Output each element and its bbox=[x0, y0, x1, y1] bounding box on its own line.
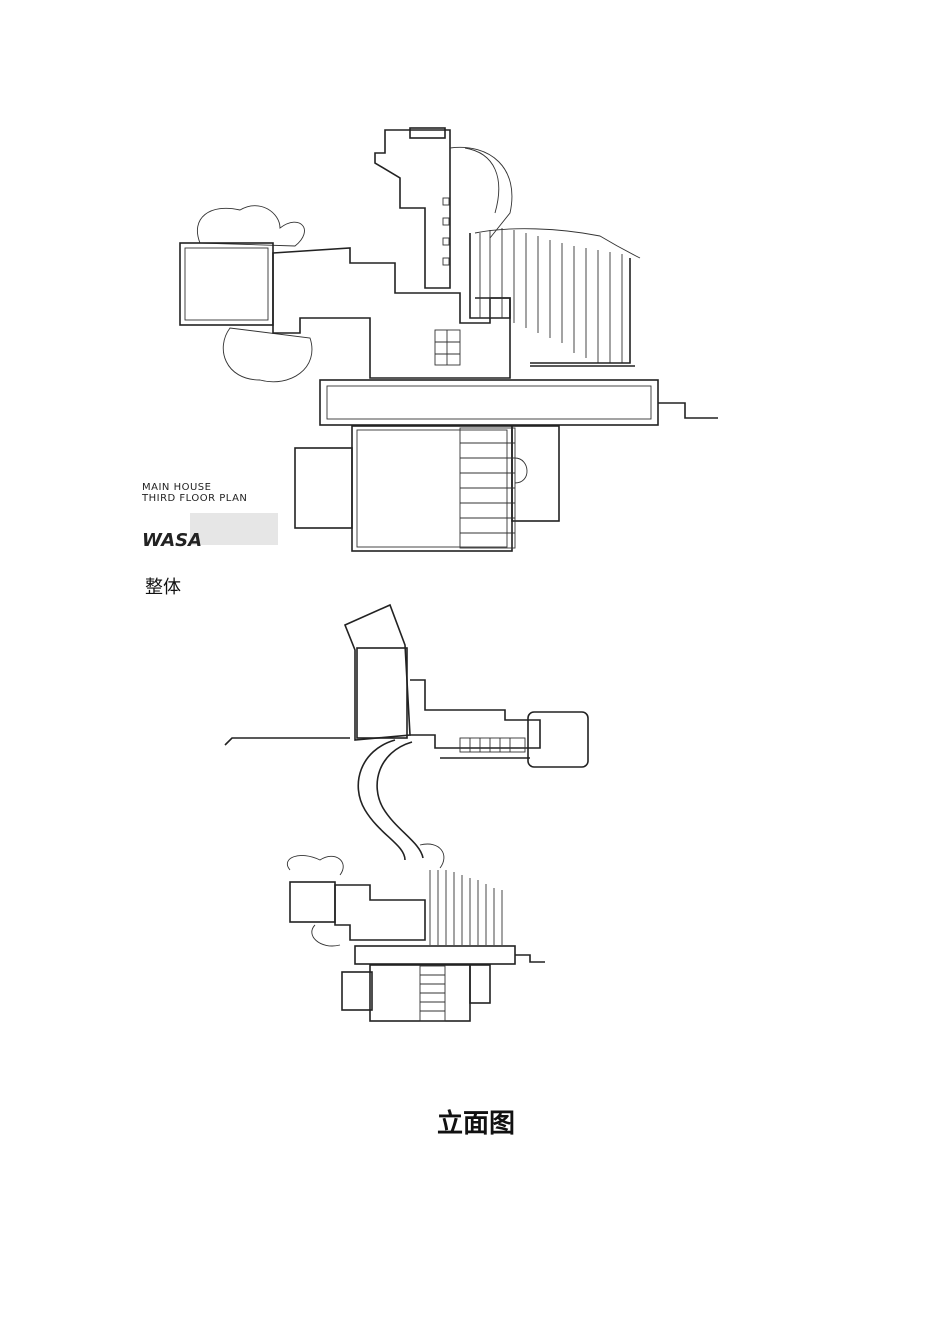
plan-title-line1: MAIN HOUSE bbox=[142, 482, 211, 493]
elevation-heading: 立面图 bbox=[437, 1109, 516, 1139]
plan-title-line2: THIRD FLOOR PLAN bbox=[141, 493, 247, 504]
plan-logo: WASA bbox=[142, 530, 202, 551]
caption-overall: 整体 bbox=[145, 577, 181, 598]
overall-site-plan-svg bbox=[224, 603, 589, 1022]
overall-site-plan-drawing bbox=[220, 600, 660, 1030]
third-floor-plan-drawing: MAIN HOUSE THIRD FLOOR PLAN WASA bbox=[130, 118, 730, 563]
third-floor-plan-svg: MAIN HOUSE THIRD FLOOR PLAN WASA bbox=[141, 127, 718, 552]
